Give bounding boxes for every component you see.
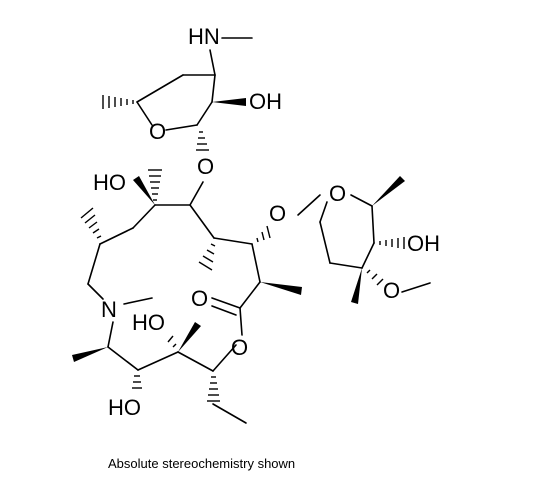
cladinose-ring [297,194,375,269]
cladinose-link-o-label: O [269,201,286,226]
glycosidic-o-label: O [197,154,214,179]
cladinose-c3-methyl-wedge [351,268,362,304]
c2-methyl-wedge [260,282,302,295]
c12-methyl-wedge [178,322,201,352]
carbonyl-o-label: O [191,286,208,311]
cladinose-ome-hash [366,269,384,286]
cladinose-link-hash [256,225,271,243]
desosamine-methyl-hash [102,95,134,109]
n-methyl-bond [123,297,153,305]
c13-ethyl-hash [207,376,220,402]
cladinose-oh-label: OH [407,231,440,256]
cladinose-ring-o-label: O [329,181,346,206]
tertiary-ho-label: HO [93,170,126,195]
c4-methyl-hash [198,243,216,271]
ring-n-label: N [101,297,117,322]
desosamine-ring-o-label: O [149,119,166,144]
desosamine-oh-label: OH [249,89,282,114]
carbonyl-bond-2 [211,305,237,316]
c6-ho-wedge [133,176,155,205]
desosamine-ring [136,74,216,131]
cladinose-ome-o-label: O [383,278,400,303]
cladinose-oh-hash [379,237,405,249]
macrocycle-bonds [87,204,261,372]
lower-ho-label: HO [132,310,165,335]
c8-methyl-hash [80,207,102,239]
lactone-o-label: O [231,335,248,360]
c10-methyl-wedge [72,347,108,362]
bottom-ho-label: HO [108,395,141,420]
desosamine-oh-wedge [212,98,246,106]
ethyl-terminal-bond [212,403,247,424]
desosamine-glycosidic-hash [196,131,209,151]
amine-hn-label: HN [188,24,220,49]
c12-ho-hash [167,335,177,348]
cladinose-methyl-wedge [372,176,405,206]
c6-methyl-hash [148,169,162,201]
stereochemistry-caption: Absolute stereochemistry shown [108,456,296,471]
c11-ho-hash [132,375,142,389]
ome-methyl-bond [401,282,431,293]
glyco-o-to-macrocycle [189,181,204,206]
nh-to-ring-bond [209,49,216,76]
carbonyl-bond-1 [211,297,241,309]
